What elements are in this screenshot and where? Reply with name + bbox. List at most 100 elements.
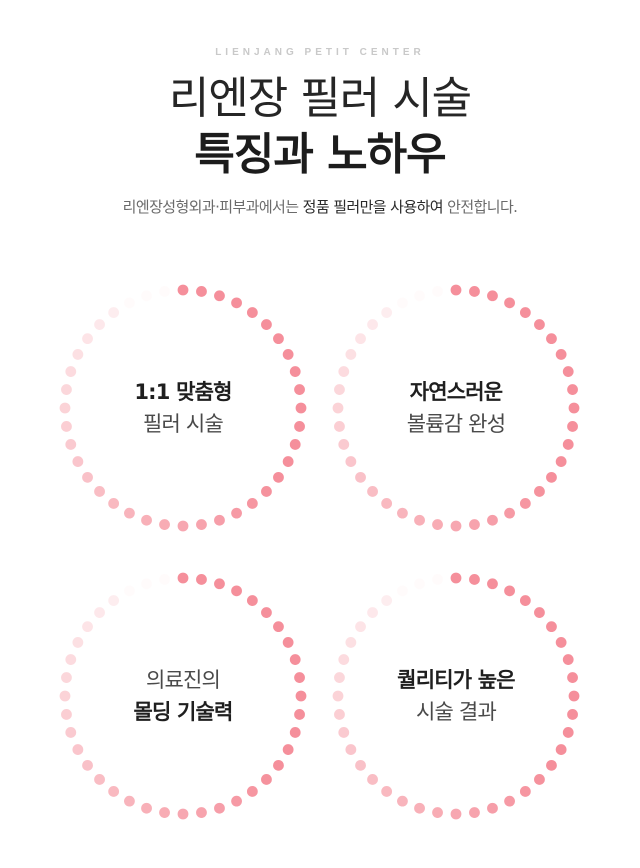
ring-dot	[273, 471, 284, 483]
ring-dot	[246, 595, 258, 606]
ring-dot	[141, 290, 152, 302]
ring-dot	[338, 727, 350, 738]
ring-dot	[432, 519, 443, 530]
ring-dot	[450, 572, 462, 584]
ring-dot	[487, 514, 498, 526]
ring-dot	[414, 578, 425, 590]
dotted-ring-icon	[59, 572, 307, 820]
feature-text: 퀄리티가 높은 시술 결과	[331, 571, 581, 821]
page-title-line1: 리엔장 필러 시술	[168, 73, 472, 124]
ring-dot	[519, 786, 531, 797]
ring-dot	[289, 439, 301, 450]
ring-dot	[504, 795, 515, 807]
ring-dot	[65, 654, 77, 665]
ring-dot	[61, 421, 72, 432]
ring-dot	[196, 519, 207, 530]
ring-dot	[332, 690, 344, 702]
subtitle-prefix: 리엔장성형외과·피부과에서는	[122, 198, 299, 216]
ring-dot	[568, 402, 580, 414]
ring-dot	[555, 744, 567, 755]
ring-dot	[450, 808, 462, 820]
ring-dot	[334, 384, 345, 395]
ring-dot	[534, 319, 545, 330]
ring-dot	[546, 471, 557, 483]
ring-dot	[124, 585, 135, 597]
ring-dot	[381, 595, 393, 606]
ring-dot	[345, 637, 357, 648]
feature-line1: 퀄리티가 높은	[397, 668, 515, 692]
ring-dot	[414, 514, 425, 526]
ring-dot	[487, 578, 498, 590]
ring-dot	[261, 319, 272, 330]
ring-dot	[273, 621, 284, 633]
ring-dot	[534, 486, 545, 497]
feature-line1: 의료진의	[145, 668, 221, 692]
ring-dot	[231, 585, 242, 597]
ring-dot	[397, 297, 408, 309]
ring-dot	[562, 727, 574, 738]
ring-dot	[108, 307, 120, 318]
ring-dot	[450, 284, 462, 296]
ring-dot	[294, 384, 305, 395]
ring-dot	[367, 774, 378, 785]
ring-dot	[65, 727, 77, 738]
ring-dot	[414, 802, 425, 814]
ring-dot	[355, 621, 366, 633]
ring-dot	[214, 290, 225, 302]
ring-dot	[381, 498, 393, 509]
ring-dot	[504, 585, 515, 597]
ring-dot	[567, 421, 578, 432]
feature-custom-fit: 1:1 맞춤형 필러 시술	[58, 283, 308, 533]
ring-dot	[82, 759, 93, 771]
ring-dot	[334, 709, 345, 720]
ring-dot	[261, 774, 272, 785]
ring-dot	[519, 595, 531, 606]
dotted-ring-icon	[332, 284, 580, 532]
ring-dot	[519, 307, 531, 318]
ring-dot	[94, 319, 105, 330]
ring-dot	[367, 319, 378, 330]
feature-text: 자연스러운 볼륨감 완성	[331, 283, 581, 533]
ring-dot	[108, 786, 120, 797]
ring-dot	[338, 654, 350, 665]
ring-dot	[534, 607, 545, 618]
ring-dot	[246, 498, 258, 509]
ring-dot	[381, 786, 393, 797]
feature-line2: 시술 결과	[416, 700, 497, 724]
ring-dot	[124, 507, 135, 519]
subtitle-suffix: 안전합니다.	[447, 198, 518, 216]
ring-dot	[82, 333, 93, 345]
ring-dot	[562, 654, 574, 665]
ring-dot	[567, 709, 578, 720]
ring-dot	[345, 456, 357, 467]
feature-line1: 1:1 맞춤형	[134, 380, 232, 404]
ring-dot	[282, 744, 294, 755]
ring-dot	[214, 578, 225, 590]
ring-dot	[141, 802, 152, 814]
ring-dot	[555, 349, 567, 360]
ring-dot	[332, 402, 344, 414]
ring-dot	[450, 520, 462, 532]
ring-dot	[546, 621, 557, 633]
ring-dot	[294, 421, 305, 432]
ring-dot	[65, 439, 77, 450]
ring-dot	[487, 290, 498, 302]
ring-dot	[294, 672, 305, 683]
ring-dot	[108, 498, 120, 509]
ring-dot	[487, 802, 498, 814]
feature-line1: 자연스러운	[409, 380, 503, 404]
ring-dot	[432, 574, 443, 585]
ring-dot	[355, 333, 366, 345]
feature-line2: 필러 시술	[143, 412, 224, 436]
ring-dot	[282, 637, 294, 648]
feature-text: 1:1 맞춤형 필러 시술	[58, 283, 308, 533]
ring-dot	[261, 486, 272, 497]
ring-dot	[295, 402, 307, 414]
ring-dot	[562, 366, 574, 377]
ring-dot	[214, 802, 225, 814]
ring-dot	[177, 572, 189, 584]
ring-dot	[59, 402, 71, 414]
feature-molding-skill: 의료진의 몰딩 기술력	[58, 571, 308, 821]
ring-dot	[196, 807, 207, 818]
ring-dot	[504, 297, 515, 309]
